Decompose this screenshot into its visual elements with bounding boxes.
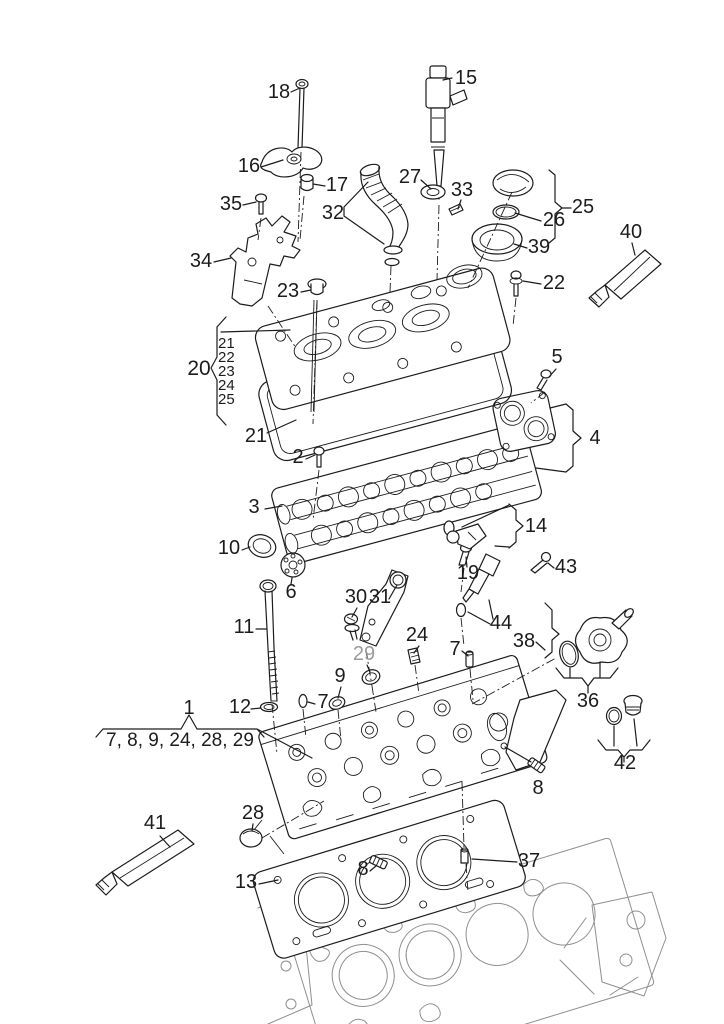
callout-34: 34 xyxy=(190,250,212,272)
callout-32: 32 xyxy=(322,202,344,224)
oil-filler-cap xyxy=(492,169,534,197)
callout-11: 11 xyxy=(234,616,255,638)
callout-9: 9 xyxy=(334,665,345,687)
callout-17: 17 xyxy=(326,174,348,196)
callout-labels: 18 15 16 17 27 33 35 32 25 26 40 39 34 2… xyxy=(106,67,642,893)
callout-37: 37 xyxy=(518,850,540,872)
callout-38: 38 xyxy=(513,630,535,652)
callout-4: 4 xyxy=(589,427,600,449)
core-plug xyxy=(239,828,263,848)
callout-list-21: 21 xyxy=(218,335,235,352)
lifting-eye-arm xyxy=(359,569,409,647)
callout-26: 26 xyxy=(543,209,565,231)
callout-18: 18 xyxy=(268,81,290,103)
callout-43: 43 xyxy=(555,556,577,578)
callout-15: 15 xyxy=(455,67,477,89)
camshaft-end-plate xyxy=(492,390,556,452)
valve-cover xyxy=(254,264,511,411)
filler-funnel xyxy=(471,223,523,262)
sealant-tube-bottom xyxy=(95,829,195,896)
callout-16: 16 xyxy=(238,155,260,177)
cover-screw xyxy=(509,270,523,297)
sealant-tube-top xyxy=(588,249,662,308)
cylinder-head xyxy=(253,654,567,855)
callout-7-left: 7 xyxy=(317,691,328,713)
callout-leader-lines xyxy=(95,77,651,885)
callout-1: 1 xyxy=(183,697,194,719)
dowel-sleeve xyxy=(460,847,469,864)
callout-1-items: 7, 8, 9, 24, 28, 29 xyxy=(106,730,254,751)
breather-hose xyxy=(359,163,409,267)
callout-14: 14 xyxy=(525,515,547,537)
seal-29 xyxy=(361,669,381,685)
housing-screw xyxy=(313,446,325,468)
end-plate-screw xyxy=(536,369,552,391)
coolant-flange xyxy=(574,608,634,664)
callout-44: 44 xyxy=(490,612,512,634)
sensor-screw-43 xyxy=(530,551,552,574)
cap-seal-ring xyxy=(492,204,520,220)
callout-23: 23 xyxy=(277,280,299,302)
callout-24: 24 xyxy=(406,624,428,646)
stud-8-bottom xyxy=(369,855,388,870)
callout-42: 42 xyxy=(614,752,636,774)
assembly-axis-lines xyxy=(257,151,557,893)
callout-21: 21 xyxy=(245,425,267,447)
callout-27: 27 xyxy=(399,166,421,188)
bolt-washer xyxy=(259,701,279,713)
callout-25: 25 xyxy=(572,196,594,218)
callout-28: 28 xyxy=(242,802,264,824)
callout-36: 36 xyxy=(577,690,599,712)
camshaft-sensor xyxy=(443,520,487,550)
drain-plug xyxy=(623,694,643,716)
callout-41: 41 xyxy=(144,812,166,834)
callout-list-23: 23 xyxy=(218,363,235,380)
cover-cap-nut xyxy=(307,278,327,413)
injector-heat-shield xyxy=(420,184,446,200)
callout-2: 2 xyxy=(292,446,303,468)
callout-33: 33 xyxy=(451,179,473,201)
callout-6: 6 xyxy=(285,581,296,603)
callout-13: 13 xyxy=(235,871,257,893)
callout-12: 12 xyxy=(229,696,251,718)
callout-5: 5 xyxy=(551,346,562,368)
callout-7-right: 7 xyxy=(449,638,460,660)
stud-24 xyxy=(407,647,421,665)
flange-o-ring xyxy=(559,640,579,668)
callout-35: 35 xyxy=(220,193,242,215)
camshaft-hub xyxy=(280,552,306,578)
injector-clamp xyxy=(260,146,323,178)
arm-bolt xyxy=(343,613,360,641)
callout-40: 40 xyxy=(620,221,642,243)
head-bolt xyxy=(259,579,280,702)
callout-8-bottom: 8 xyxy=(357,858,368,880)
callout-19: 19 xyxy=(457,562,479,584)
seal-9 xyxy=(328,696,346,710)
injector-clip xyxy=(448,203,464,216)
clamp-bolt xyxy=(295,78,309,149)
callout-29: 29 xyxy=(353,643,375,665)
drain-plug-seal xyxy=(605,706,623,726)
callout-31: 31 xyxy=(369,586,391,608)
callout-30: 30 xyxy=(345,586,367,608)
callout-20: 20 xyxy=(187,357,210,380)
camshaft-seal xyxy=(247,534,277,558)
callout-22: 22 xyxy=(543,272,565,294)
clamp-spacer xyxy=(300,173,314,192)
support-bracket xyxy=(229,215,301,307)
pin-7-right xyxy=(465,650,474,668)
callout-list-25: 25 xyxy=(218,391,235,408)
camshaft-housing xyxy=(271,423,543,565)
callout-10: 10 xyxy=(218,537,240,559)
callout-8-right: 8 xyxy=(532,777,543,799)
temp-sensor xyxy=(455,553,501,618)
callout-list-22: 22 xyxy=(218,349,235,366)
callout-3: 3 xyxy=(248,496,259,518)
callout-39: 39 xyxy=(528,236,550,258)
bracket-screw xyxy=(254,193,268,215)
callout-list-24: 24 xyxy=(218,377,235,394)
o-ring-7-left xyxy=(298,693,308,709)
